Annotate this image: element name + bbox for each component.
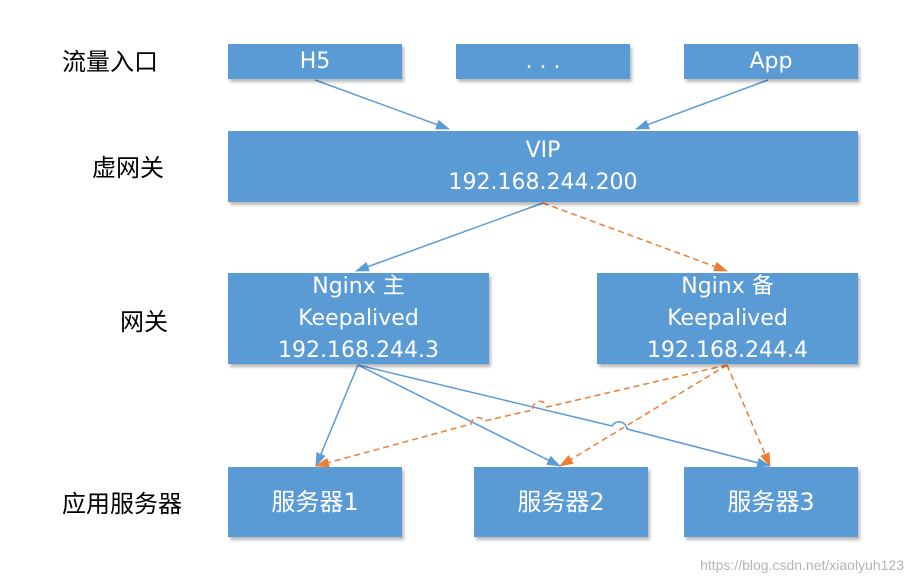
gateway-backup-software: Keepalived <box>667 305 788 331</box>
entry-node-app-label: App <box>749 48 793 74</box>
server-node-3-label: 服务器3 <box>727 488 815 516</box>
entry-node-h5: H5 <box>228 44 402 79</box>
edge-primary-to-server2 <box>357 364 561 467</box>
vip-title: VIP <box>525 137 561 163</box>
row-label-virtual-gateway: 虚网关 <box>92 154 164 182</box>
edge-backup-to-server2 <box>559 364 728 467</box>
edge-backup-to-server1 <box>315 364 728 468</box>
server-node-2-label: 服务器2 <box>517 488 605 516</box>
edge-app-to-vip <box>635 79 769 130</box>
vip-ip: 192.168.244.200 <box>448 169 638 195</box>
gateway-primary-node: Nginx 主 Keepalived 192.168.244.3 <box>228 273 489 364</box>
server-node-3: 服务器3 <box>684 467 858 537</box>
edge-vip-to-primary <box>355 202 544 272</box>
entry-node-ellipsis-label: . . . <box>525 48 561 74</box>
edge-backup-to-server3 <box>726 364 771 467</box>
entry-node-h5-label: H5 <box>299 48 331 74</box>
watermark: https://blog.csdn.net/xiaolyuh123 <box>700 557 904 573</box>
edge-primary-to-server3 <box>357 364 771 468</box>
row-label-entry: 流量入口 <box>62 48 158 76</box>
gateway-backup-node: Nginx 备 Keepalived 192.168.244.4 <box>597 273 858 364</box>
edge-h5-to-vip <box>314 79 450 130</box>
gateway-primary-software: Keepalived <box>298 305 419 331</box>
vip-node: VIP 192.168.244.200 <box>228 131 858 202</box>
server-node-2: 服务器2 <box>474 467 648 537</box>
entry-node-ellipsis: . . . <box>456 44 630 79</box>
gateway-primary-title: Nginx 主 <box>312 273 405 299</box>
edge-primary-to-server1 <box>315 364 359 467</box>
gateway-backup-title: Nginx 备 <box>681 273 774 299</box>
server-node-1: 服务器1 <box>228 467 402 537</box>
row-label-gateway: 网关 <box>120 308 168 336</box>
row-label-app-servers: 应用服务器 <box>62 490 182 518</box>
entry-node-app: App <box>684 44 858 79</box>
gateway-primary-ip: 192.168.244.3 <box>278 337 439 363</box>
edge-vip-to-backup <box>542 202 728 272</box>
gateway-backup-ip: 192.168.244.4 <box>647 337 808 363</box>
server-node-1-label: 服务器1 <box>271 488 359 516</box>
